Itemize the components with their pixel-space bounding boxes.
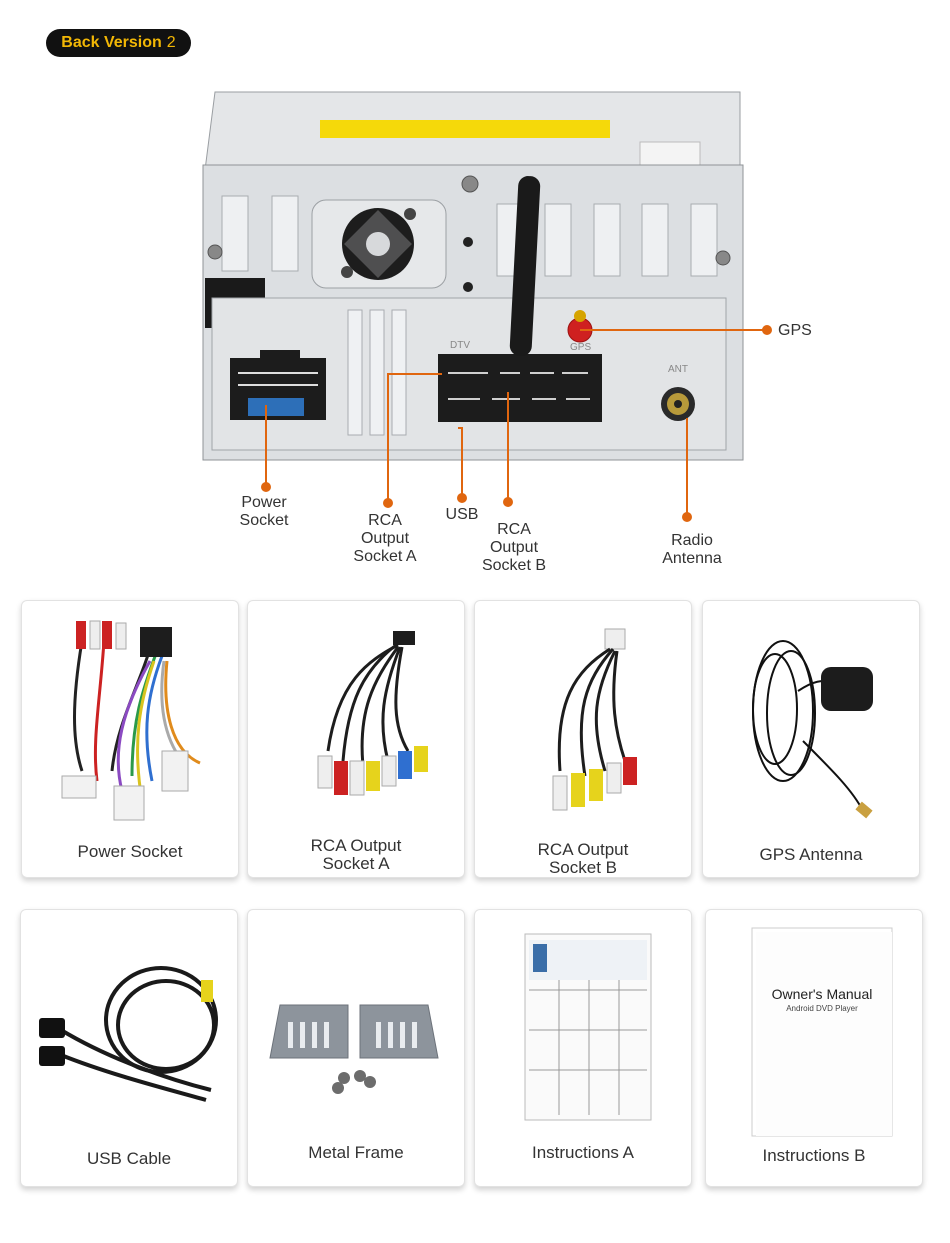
instructions-b-image [751, 927, 893, 1137]
badge-number: 2 [166, 34, 176, 51]
badge-text: Back Version [61, 34, 162, 51]
wifi-antenna [509, 176, 541, 356]
gps-antenna-image [752, 640, 873, 819]
usb-cable-image [39, 966, 218, 1102]
accessory-label: Instructions A [531, 1143, 635, 1162]
accessory-label: Instructions B [762, 1146, 866, 1165]
accessory-card-gps-antenna: GPS Antenna [702, 600, 920, 878]
head-unit-back-panel: DTV GPS ANT [202, 91, 772, 522]
lower-vents [347, 309, 407, 436]
accessory-card-rca-a: RCA Output Socket A [247, 600, 465, 878]
accessory-card-metal-frame: Metal Frame [247, 909, 465, 1187]
accessory-card-instructions-a: Instructions A [474, 909, 692, 1187]
accessory-label: GPS Antenna [759, 845, 863, 864]
accessory-label: RCA Output Socket A [310, 836, 402, 873]
power-socket-image [61, 620, 201, 821]
callout-rca-b: RCA Output Socket B [481, 521, 547, 574]
accessory-card-usb-cable: USB Cable [20, 909, 238, 1187]
accessory-label: Metal Frame [308, 1143, 404, 1162]
warning-sticker [320, 120, 610, 138]
accessory-label: USB Cable [86, 1149, 172, 1168]
accessory-label: RCA Output Socket B [537, 840, 629, 877]
power-socket-fuse [248, 398, 304, 416]
accessory-card-instructions-b: Owner's Manual Android DVD Player Instru… [705, 909, 923, 1187]
callout-usb: USB [445, 506, 479, 523]
gps-puck [821, 667, 873, 711]
instructions-a-image [524, 933, 652, 1121]
rca-b-image [552, 628, 637, 811]
accessory-card-rca-b: RCA Output Socket B [474, 600, 692, 878]
manual-subtitle: Android DVD Player [786, 1004, 858, 1013]
callout-rca-a: RCA Output Socket A [353, 512, 417, 565]
accessory-label: Power Socket [77, 842, 183, 861]
callout-lines [265, 329, 766, 516]
version-badge: Back Version 2 [46, 29, 191, 57]
accessory-card-power-socket: Power Socket [21, 600, 239, 878]
rca-a-image [317, 631, 428, 796]
ant-mark: ANT [668, 364, 688, 375]
small-sticker [639, 141, 701, 169]
callout-power-socket: Power Socket [239, 494, 289, 529]
gps-mark: GPS [570, 342, 591, 353]
manual-title: Owner's Manual [771, 986, 873, 1002]
dtv-mark: DTV [450, 340, 470, 351]
callout-gps: GPS [778, 322, 812, 339]
callout-dots [261, 325, 772, 522]
callout-radio-antenna: Radio Antenna [662, 532, 722, 567]
rca-connector-bank [438, 354, 602, 422]
metal-frame-image [269, 1004, 439, 1094]
